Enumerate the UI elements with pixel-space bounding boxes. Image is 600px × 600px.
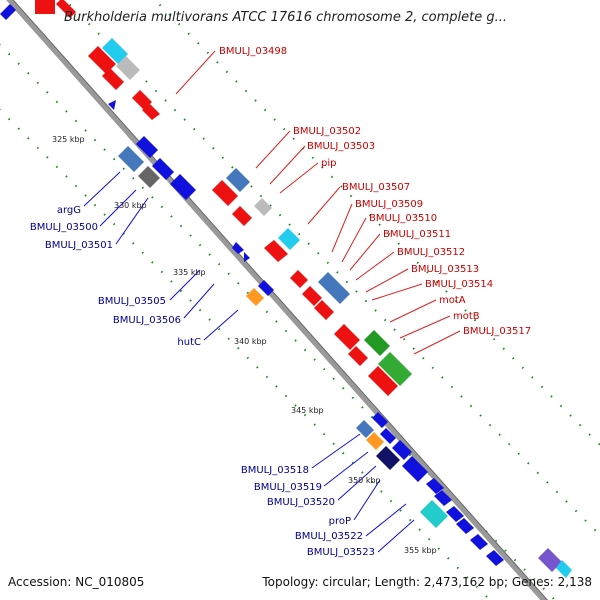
- gene-reverse-box[interactable]: [434, 490, 452, 506]
- gene-forward-box[interactable]: [232, 206, 252, 226]
- scale-tick-label: 325 kbp: [52, 135, 85, 144]
- reverse-genes: [0, 4, 504, 566]
- forward-genes: [35, 0, 572, 578]
- gene-reverse-orange[interactable]: [246, 288, 264, 306]
- gene-reverse-box[interactable]: [392, 440, 412, 460]
- accession-label: Accession: NC_010805: [8, 575, 145, 589]
- gene-label[interactable]: BMULJ_03520: [267, 497, 335, 508]
- gene-forward-box[interactable]: [132, 90, 152, 110]
- gene-reverse-box[interactable]: [258, 280, 274, 296]
- gene-label[interactable]: pip: [321, 158, 336, 169]
- gene-label[interactable]: BMULJ_03517: [463, 326, 531, 337]
- gene-forward-box[interactable]: [35, 0, 55, 14]
- reverse-leaders: [83, 171, 415, 553]
- gene-label[interactable]: BMULJ_03507: [342, 182, 410, 193]
- gene-forward-box[interactable]: [290, 270, 308, 288]
- gene-reverse-blue[interactable]: [356, 420, 374, 438]
- gene-reverse-box[interactable]: [0, 4, 16, 20]
- gene-forward-box[interactable]: [314, 300, 334, 320]
- gene-label[interactable]: BMULJ_03514: [425, 279, 493, 290]
- gene-forward-box[interactable]: [302, 286, 322, 306]
- gene-forward-box[interactable]: [88, 46, 116, 74]
- gene-label[interactable]: BMULJ_03501: [45, 240, 113, 251]
- gene-label[interactable]: hutC: [177, 337, 201, 348]
- gene-reverse-box[interactable]: [470, 534, 488, 550]
- gene-reverse-box[interactable]: [486, 550, 504, 566]
- scale-tick-label: 330 kbp: [114, 201, 147, 210]
- gene-forward-box[interactable]: [334, 324, 360, 350]
- gene-forward-box[interactable]: [348, 346, 368, 366]
- forward-gene-labels: BMULJ_03498 BMULJ_03502 BMULJ_03503 pip …: [219, 46, 531, 337]
- gene-forward-box[interactable]: [264, 240, 288, 262]
- gene-forward-green[interactable]: [378, 352, 412, 386]
- gene-label[interactable]: BMULJ_03522: [295, 531, 363, 542]
- gene-label[interactable]: BMULJ_03502: [293, 126, 361, 137]
- gene-forward-cyan[interactable]: [278, 228, 300, 250]
- gene-forward-box[interactable]: [102, 68, 124, 90]
- gene-label[interactable]: motB: [453, 311, 480, 322]
- gene-reverse-blue[interactable]: [118, 146, 144, 172]
- scale-tick-label: 350 kbp: [348, 476, 381, 485]
- gene-reverse-box[interactable]: [380, 428, 396, 444]
- scale-tick-label: 355 kbp: [404, 546, 437, 555]
- gene-forward-box[interactable]: [56, 0, 76, 18]
- gene-reverse-box[interactable]: [372, 412, 388, 428]
- reverse-gene-labels: argG BMULJ_03500 BMULJ_03501 BMULJ_03505…: [30, 205, 375, 558]
- gene-reverse-box[interactable]: [108, 100, 116, 110]
- gene-forward-box[interactable]: [212, 180, 238, 206]
- scale-ticks: 325 kbp 330 kbp 335 kbp 340 kbp 345 kbp …: [52, 135, 437, 555]
- gene-label[interactable]: argG: [57, 205, 81, 216]
- gene-label[interactable]: BMULJ_03518: [241, 465, 309, 476]
- gene-label[interactable]: BMULJ_03519: [254, 482, 322, 493]
- forward-leaders: [175, 50, 461, 355]
- gene-label[interactable]: BMULJ_03512: [397, 247, 465, 258]
- gene-label[interactable]: BMULJ_03511: [383, 229, 451, 240]
- gene-reverse-box[interactable]: [456, 518, 474, 534]
- gene-forward-gray[interactable]: [254, 198, 272, 216]
- scale-tick-label: 335 kbp: [173, 268, 206, 277]
- gene-forward-blue[interactable]: [318, 272, 350, 304]
- gene-reverse-cyan[interactable]: [420, 500, 448, 528]
- backbone-edge: [12, 0, 548, 600]
- backbone-line: [6, 0, 547, 600]
- gene-label[interactable]: BMULJ_03498: [219, 46, 287, 57]
- gene-label[interactable]: BMULJ_03503: [307, 141, 375, 152]
- gene-forward-green[interactable]: [364, 330, 390, 356]
- gene-reverse-box[interactable]: [136, 136, 158, 158]
- gene-reverse-orange[interactable]: [366, 432, 384, 450]
- guide-dots-inner-left: [0, 108, 492, 600]
- gene-forward-cyan[interactable]: [556, 560, 572, 578]
- scale-tick-label: 345 kbp: [291, 406, 324, 415]
- gene-label[interactable]: BMULJ_03510: [369, 213, 437, 224]
- gene-reverse-box[interactable]: [170, 174, 196, 200]
- gene-forward-box[interactable]: [368, 366, 398, 396]
- map-title: Burkholderia multivorans ATCC 17616 chro…: [64, 10, 507, 25]
- gene-label[interactable]: BMULJ_03523: [307, 547, 375, 558]
- gene-reverse-gray[interactable]: [138, 166, 160, 188]
- gene-reverse-box[interactable]: [152, 158, 174, 180]
- gene-forward-cyan[interactable]: [102, 38, 128, 64]
- gene-reverse-navy[interactable]: [376, 446, 400, 470]
- gene-forward-gray[interactable]: [116, 56, 140, 80]
- gene-forward-box[interactable]: [142, 104, 160, 120]
- scale-tick-label: 340 kbp: [234, 337, 267, 346]
- gene-label[interactable]: BMULJ_03509: [355, 199, 423, 210]
- gene-label[interactable]: BMULJ_03513: [411, 264, 479, 275]
- gene-reverse-box[interactable]: [446, 506, 464, 522]
- gene-label[interactable]: BMULJ_03500: [30, 222, 98, 233]
- gene-reverse-box[interactable]: [244, 252, 250, 262]
- gene-label[interactable]: proP: [329, 516, 351, 527]
- gene-label[interactable]: BMULJ_03506: [113, 315, 181, 326]
- topology-summary: Topology: circular; Length: 2,473,162 bp…: [262, 575, 592, 589]
- gene-forward-blue[interactable]: [226, 168, 250, 192]
- gene-reverse-box[interactable]: [232, 242, 244, 254]
- gene-reverse-box[interactable]: [402, 456, 428, 482]
- gene-label[interactable]: motA: [439, 295, 466, 306]
- gene-reverse-box[interactable]: [426, 478, 444, 494]
- gene-label[interactable]: BMULJ_03505: [98, 296, 166, 307]
- gene-forward-purple[interactable]: [538, 548, 562, 572]
